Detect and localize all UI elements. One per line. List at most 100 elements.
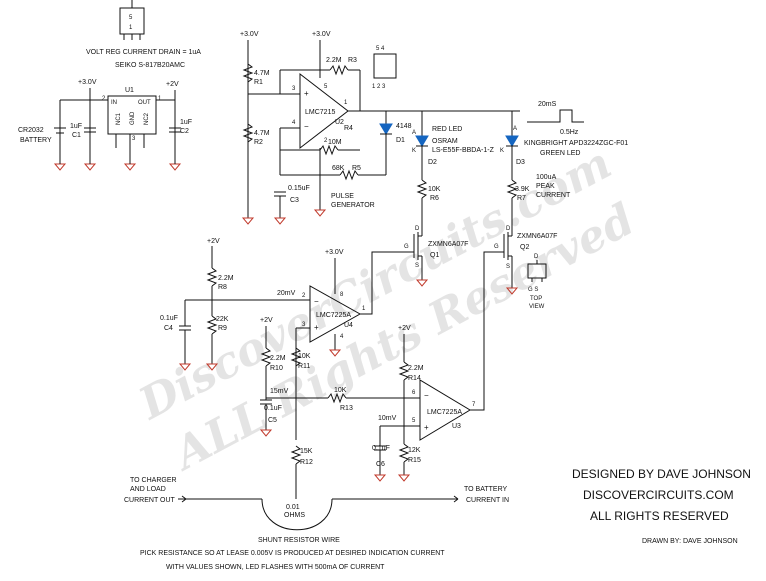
svg-text:+: + (304, 89, 309, 98)
ground-symbol (53, 163, 67, 171)
arrow-right-icon (450, 495, 459, 503)
u2-part: LMC7215 (305, 109, 335, 116)
c5-value: 0.1uF (264, 405, 282, 412)
c5-ref: C5 (268, 417, 277, 424)
c1-ref: C1 (72, 132, 81, 139)
red-led-brand: OSRAM (432, 138, 458, 145)
u2-pkg-pins-bottom: 1 2 3 (372, 84, 386, 90)
battery-label: BATTERY (20, 137, 52, 144)
r3-ref: R3 (348, 57, 357, 64)
u1-ref: U1 (125, 87, 134, 94)
u1-nc1: NC1 (116, 112, 122, 125)
green-led-branch: A K KINGBRIGHT APD3224ZGC-F01 GREEN LED … (494, 111, 628, 310)
site-name: DISCOVERCIRCUITS.COM (583, 488, 734, 502)
pg-label-pulse: PULSE (331, 193, 354, 200)
d2-ref: D2 (428, 159, 437, 166)
d3-cathode: K (500, 148, 504, 154)
u3-part: LMC7225A (427, 409, 462, 416)
q1-gate: G (404, 244, 409, 250)
to-battery-label: TO BATTERY (464, 486, 508, 493)
q2-source: S (506, 264, 510, 270)
green-led-brand: KINGBRIGHT APD3224ZGC-F01 (524, 140, 628, 147)
and-load-label: AND LOAD (130, 486, 166, 493)
u2-pin4: 4 (292, 120, 296, 126)
pg-v2-label: +3.0V (312, 31, 331, 38)
r8-value: 2.2M (218, 275, 234, 282)
r1-value: 4.7M (254, 70, 270, 77)
amp-u3-section: +2V 2.2M R10 10K R11 15mV 0.1uF C5 10K R… (259, 251, 504, 492)
u2-pin2: 2 (324, 138, 328, 144)
u4-pin2: 2 (302, 293, 306, 299)
u2-pin5: 5 (324, 84, 328, 90)
u1-pin3: 3 (132, 136, 136, 142)
d2-cathode: K (412, 148, 416, 154)
shunt-note2: WITH VALUES SHOWN, LED FLASHES WITH 500m… (166, 564, 385, 571)
u4-pin8: 8 (340, 292, 344, 298)
u1-in-label: IN (111, 100, 117, 106)
svg-text:−: − (424, 391, 429, 400)
c3-value: 0.15uF (288, 185, 310, 192)
r8-ref: R8 (218, 284, 227, 291)
c6-value: 0.1uF (372, 445, 390, 452)
u4-pin3: 3 (302, 322, 306, 328)
top-view-2: VIEW (529, 304, 545, 310)
r5-ref: R5 (352, 165, 361, 172)
u2-package-icon (373, 53, 397, 79)
reg-vin-label: +3.0V (78, 79, 97, 86)
d1-diode (379, 123, 393, 135)
volt-reg-drain-note: VOLT REG CURRENT DRAIN = 1uA (86, 49, 201, 56)
amp-b-node-voltage: 15mV (270, 388, 289, 395)
u2-ref: U2 (335, 119, 344, 126)
q2-ref: Q2 (520, 244, 529, 251)
u3-ref: U3 (452, 423, 461, 430)
r5-value: 68K (332, 165, 345, 172)
r10-value: 2.2M (270, 355, 286, 362)
r4-ref: R4 (344, 125, 353, 132)
r14-value: 2.2M (408, 365, 424, 372)
to-charger-label: TO CHARGER (130, 477, 177, 484)
r9-value: 22K (216, 316, 229, 323)
c3-ref: C3 (290, 197, 299, 204)
all-rights: ALL RIGHTS RESERVED (590, 509, 729, 523)
regulator-part: SEIKO S-817B20AMC (115, 62, 185, 69)
r10-ref: R10 (270, 365, 283, 372)
designed-by: DESIGNED BY DAVE JOHNSON (572, 467, 751, 481)
battery-part: CR2032 (18, 127, 44, 134)
current-out-label: CURRENT OUT (124, 497, 176, 504)
u1-body (107, 95, 157, 135)
amp-a-vcc: +3.0V (325, 249, 344, 256)
u1-pin1: 1 (158, 96, 162, 102)
c6-ref: C6 (376, 461, 385, 468)
shunt-ohms-value: 0.01 (286, 504, 300, 511)
reg-vout-label: +2V (166, 81, 179, 88)
u4-ref: U4 (344, 322, 353, 329)
q2-drain: D (506, 226, 511, 232)
r15-ref: R15 (408, 457, 421, 464)
c2-ref: C2 (180, 128, 189, 135)
u1-out-label: OUT (138, 100, 151, 106)
d3-anode: A (513, 126, 517, 132)
u4-pin4: 4 (340, 334, 344, 340)
r12-ref: R12 (300, 459, 313, 466)
c1-value: 1uF (70, 123, 82, 130)
pulse-generator-section: +3.0V +3.0V 4.7M R1 4.7M R2 + − LMC7215 … (240, 31, 520, 225)
u2-opamp-body (299, 72, 349, 150)
r2-ref: R2 (254, 139, 263, 146)
r12-value: 15K (300, 448, 313, 455)
r13-ref: R13 (340, 405, 353, 412)
r7-value: 3.9K (515, 186, 530, 193)
waveform-period: 20mS (538, 101, 557, 108)
u3-pin7: 7 (472, 402, 476, 408)
pg-v1-label: +3.0V (240, 31, 259, 38)
shunt-wire-label: SHUNT RESISTOR WIRE (258, 537, 340, 544)
current-in-label: CURRENT IN (466, 497, 509, 504)
amp-a-node-voltage: 20mV (277, 290, 296, 297)
u4-part: LMC7225A (316, 312, 351, 319)
u2-pin1: 1 (344, 100, 348, 106)
r7-ref: R7 (517, 195, 526, 202)
q2-part: ZXMN6A07F (517, 233, 557, 240)
amp-b-supply2: +2V (398, 325, 411, 332)
top-view-1: TOP (530, 296, 542, 302)
